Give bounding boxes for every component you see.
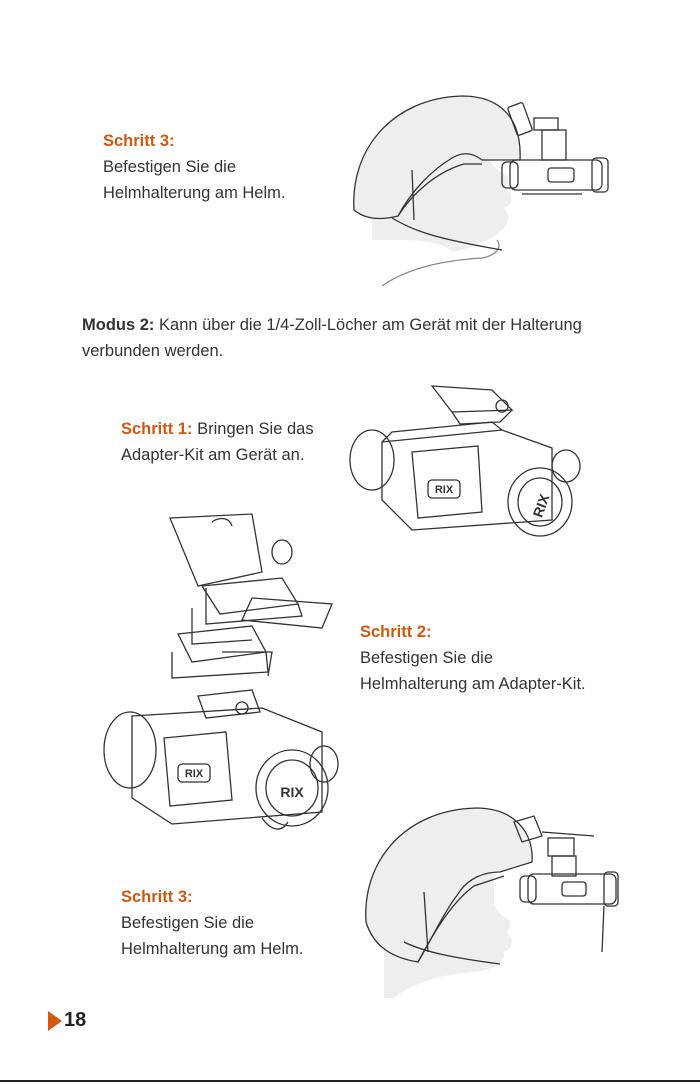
helmet-strap-top [391,217,503,251]
helmet-shroud-bottom [513,815,543,843]
chin-line-top [381,239,500,287]
adapter-knob-lower [235,701,249,715]
device-side-panel-lower [163,731,233,807]
device-side-knob-lower [309,745,339,783]
device-top-edge [381,421,503,443]
adapter-plate [430,385,514,413]
exploded-mount-illustration: RIX RIX [102,512,354,838]
bottom-rule [0,1080,700,1082]
mode2-heading: Modus 2: [82,316,155,334]
mode2-text: Kann über die 1/4-Zoll-Löcher am Gerät m… [82,316,582,360]
step2-heading: Schritt 2: [360,623,432,641]
device-eyecup-lower [103,711,157,789]
step3-top-text: Schritt 3: Befestigen Sie die Helmhalter… [103,128,285,206]
device-lens-bottom [603,871,619,907]
mount-hinge [200,577,300,615]
device-logo-text: RIX [435,484,454,496]
helmet-strap-side-bottom [423,891,429,953]
mount-arm-top [533,117,559,131]
step2-text: Schritt 2: Befestigen Sie die Helmhalter… [360,619,586,697]
step1-line1: Bringen Sie das [192,420,314,438]
step3-bottom-text: Schritt 3: Befestigen Sie die Helmhalter… [121,884,303,962]
device-body-top [509,159,603,191]
mount-top-knob [271,539,293,565]
page-number: 18 [48,1009,86,1032]
adapter-knob [495,399,509,413]
mount-top-plate [169,513,263,587]
device-side-panel [411,445,483,519]
step3-top-heading: Schritt 3: [103,132,175,150]
step2-line1: Befestigen Sie die [360,649,494,667]
device-objective-lens [507,467,573,537]
mount-rail-bottom [541,831,595,837]
device-lens-logo-text-lower: RIX [280,784,304,800]
device-lanyard [261,817,289,830]
mount-bracket-top [541,129,567,161]
device-objective-lens-lower [255,749,329,827]
device-logo-badge-top [547,167,575,183]
mount-top-hole [211,517,233,527]
device-body-lower [131,707,323,825]
device-cable-bottom [601,905,605,953]
helmet-strap-bottom [403,941,501,965]
device-logo-badge-lower [177,763,211,783]
step3-top-line2: Helmhalterung am Helm. [103,184,286,202]
helmet-shroud-top [507,102,533,136]
adapter-plate-lower [197,689,261,719]
device-logo-badge-bottom [561,881,587,897]
mount-bracket-bottom [551,855,577,877]
device-objective-inner-lower [265,759,319,817]
step3-top-line1: Befestigen Sie die [103,158,237,176]
page-number-text: 18 [64,1009,87,1031]
helmet-mounted-illustration-top [352,90,614,288]
device-body-bottom [527,873,617,905]
mount-hinge-side [205,588,303,625]
device-eyepiece-bottom [519,875,537,903]
helmet-brim-top [397,163,482,217]
mount-lower-side [171,651,269,679]
mount-arm-bottom [547,837,575,857]
device-body [381,429,553,531]
step1-line2: Adapter-Kit am Gerät an. [121,446,305,464]
device-logo-badge [427,479,461,499]
page-arrow-icon [48,1010,62,1031]
device-eyecup [349,429,395,491]
device-with-adapter-illustration: RIX RIX [349,382,584,542]
step3-bottom-heading: Schritt 3: [121,888,193,906]
device-side-knob [551,449,581,483]
step1-heading: Schritt 1: [121,420,193,438]
mount-rail [241,597,333,629]
device-lens-logo-text: RIX [530,491,553,519]
device-eyepiece-top [501,161,519,189]
device-lens-top [591,157,609,193]
device-logo-text-lower: RIX [185,768,204,780]
step3-bottom-line1: Befestigen Sie die [121,914,255,932]
helmet-mounted-illustration-bottom [364,802,624,1002]
helmet-brim-bottom [417,875,505,963]
helmet-strap-side-top [411,169,415,221]
device-objective-inner [517,477,563,527]
mode2-paragraph: Modus 2: Kann über die 1/4-Zoll-Löcher a… [82,312,642,364]
step1-text: Schritt 1: Bringen Sie das Adapter-Kit a… [121,416,314,468]
mount-clamp [191,608,253,645]
step2-line2: Helmhalterung am Adapter-Kit. [360,675,586,693]
step3-bottom-line2: Helmhalterung am Helm. [121,940,304,958]
mount-lower-bracket [222,651,273,677]
mount-lower [177,625,268,663]
helmet-shell-bottom [365,807,533,963]
